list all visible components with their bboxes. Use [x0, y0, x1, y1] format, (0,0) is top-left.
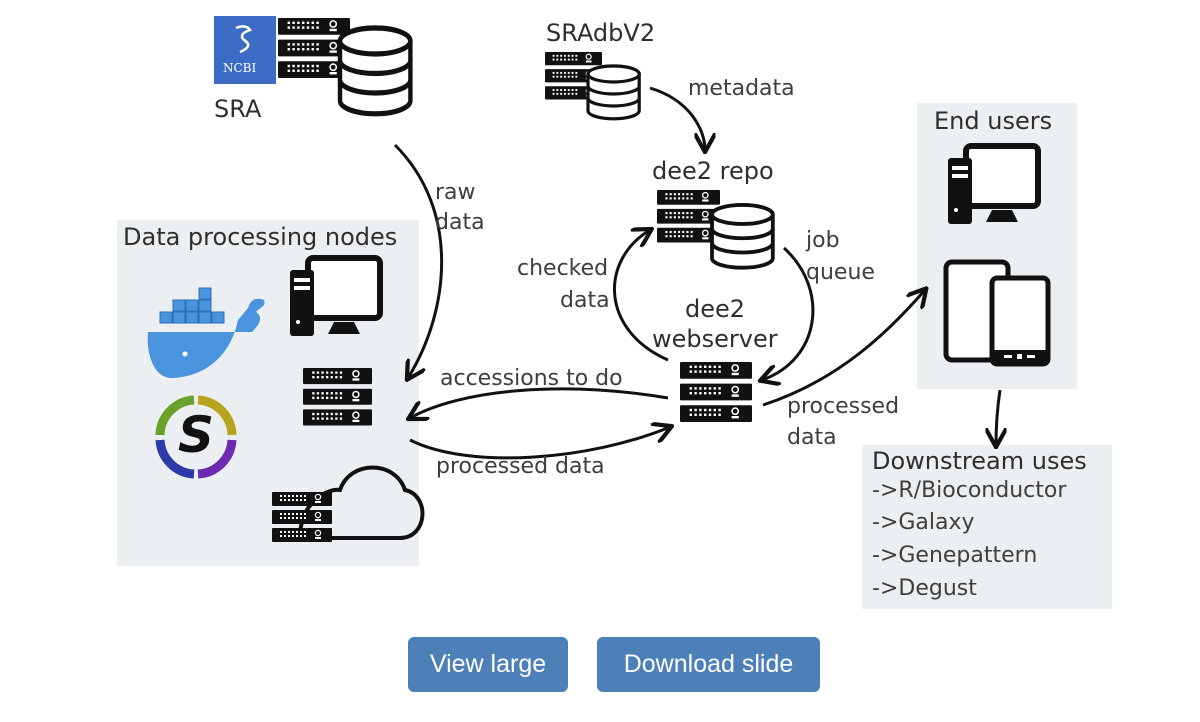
- edge-label-raw: raw: [435, 180, 476, 205]
- webserver-label-1: dee2: [685, 295, 746, 323]
- processing-title: Data processing nodes: [123, 223, 398, 251]
- cloud-server-icon: [272, 465, 425, 543]
- edge-label-processed-left: processed data: [436, 454, 605, 479]
- edge-label-accessions: accessions to do: [440, 366, 623, 391]
- processing-server-icon: [303, 368, 372, 426]
- download-slide-button[interactable]: Download slide: [597, 637, 820, 692]
- edge-label-checked: checked: [517, 256, 609, 281]
- downstream-title: Downstream uses: [872, 447, 1087, 475]
- edge-label-metadata: metadata: [688, 76, 795, 101]
- pipeline-diagram: S NCBI SRA SRAdbV2 dee2 repo dee2 webser…: [117, 16, 1112, 620]
- downstream-item: ->Genepattern: [872, 543, 1038, 568]
- webserver-label-2: webserver: [652, 325, 778, 353]
- singularity-s-glyph: S: [178, 406, 214, 464]
- ncbi-logo: [214, 16, 276, 84]
- end-users-title: End users: [934, 107, 1053, 135]
- repo-label: dee2 repo: [652, 157, 774, 185]
- arrow-accessions: [410, 387, 669, 418]
- downstream-item: ->R/Bioconductor: [872, 478, 1067, 503]
- arrow-job-queue: [762, 246, 815, 380]
- arrow-downstream: [996, 389, 1000, 445]
- repo-database-icon: [710, 203, 775, 270]
- docker-icon: [147, 287, 265, 378]
- arrow-processed-right: [762, 290, 925, 407]
- downstream-panel: [862, 445, 1112, 609]
- downstream-item: ->Degust: [872, 576, 977, 601]
- edge-label-processed-data: data: [787, 425, 837, 450]
- diagram-graphics: S: [147, 16, 1051, 620]
- processing-desktop-icon: [290, 258, 380, 336]
- downstream-item: ->Galaxy: [872, 510, 975, 535]
- sra-database-icon: [340, 28, 410, 114]
- end-users-desktop-icon: [948, 146, 1038, 224]
- sradb-database-icon: [586, 64, 641, 121]
- arrow-checked-data: [612, 230, 669, 362]
- arrow-metadata: [649, 86, 705, 150]
- tablet-phone-icon: [943, 259, 1051, 367]
- edge-label-raw-data: data: [435, 210, 485, 235]
- view-large-button[interactable]: View large: [408, 637, 568, 692]
- arrow-processed-left: [409, 427, 670, 460]
- sra-label: SRA: [214, 95, 262, 123]
- singularity-icon: [155, 395, 237, 479]
- edge-label-checked-data: data: [560, 288, 610, 313]
- arrow-raw-data: [393, 143, 444, 378]
- sradb-label: SRAdbV2: [546, 19, 656, 47]
- edge-label-processed: processed: [787, 394, 900, 419]
- edge-label-queue: queue: [806, 260, 875, 285]
- ncbi-logo-text: NCBI: [223, 61, 257, 75]
- webserver-server-icon: [680, 362, 752, 422]
- edge-label-job: job: [806, 228, 840, 253]
